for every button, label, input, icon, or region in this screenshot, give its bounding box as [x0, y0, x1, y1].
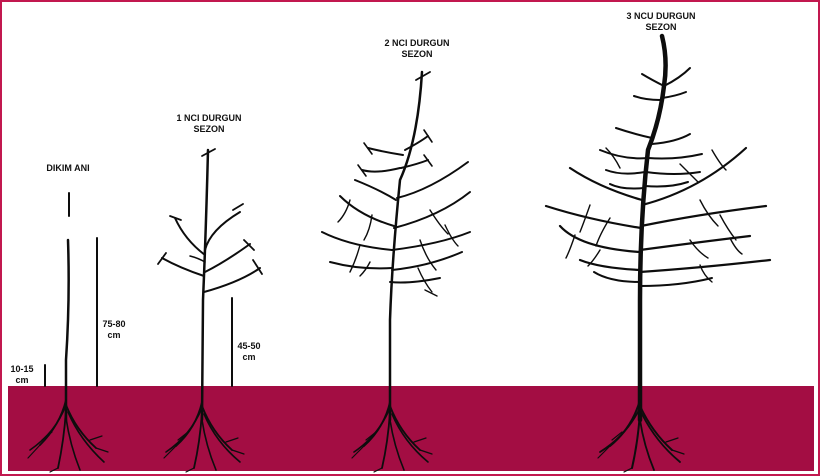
stage-dormant-1-subtitle: SEZON — [193, 124, 224, 134]
measure-label-10-15-value: 10-15 — [10, 364, 33, 374]
measure-label-75-80-unit: cm — [107, 330, 120, 340]
stage-dormant-2-title: 2 NCI DURGUN — [384, 38, 449, 48]
measure-label-45-50-unit: cm — [242, 352, 255, 362]
measure-label-10-15-unit: cm — [15, 375, 28, 385]
stage-dormant-3-subtitle: SEZON — [645, 22, 676, 32]
stage-dormant-1-title: 1 NCI DURGUN — [176, 113, 241, 123]
measure-label-45-50-value: 45-50 — [237, 341, 260, 351]
ground-band — [8, 386, 814, 471]
stage-dormant-2-subtitle: SEZON — [401, 49, 432, 59]
stage-dormant-3-title: 3 NCU DURGUN — [626, 11, 695, 21]
stage-planting-title: DIKIM ANI — [46, 163, 89, 173]
measure-label-75-80-value: 75-80 — [102, 319, 125, 329]
